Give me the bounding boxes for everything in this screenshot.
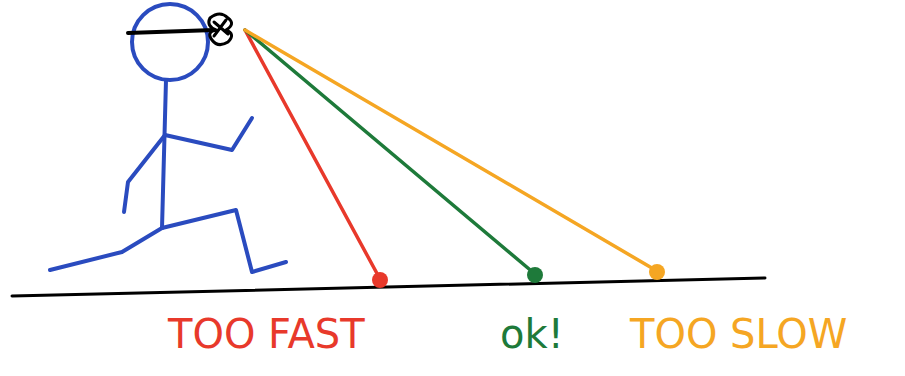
ground-line (12, 278, 765, 296)
dot-orange (649, 264, 665, 280)
dot-red (372, 272, 388, 288)
dot-green (527, 267, 543, 283)
headlamp (209, 14, 232, 45)
headband (128, 30, 214, 33)
speed-label-fast: TOO FAST (168, 312, 365, 356)
beam-red (245, 30, 380, 279)
speed-label-slow: TOO SLOW (630, 312, 847, 356)
speed-label-ok: ok! (500, 312, 564, 356)
beam-green (245, 30, 535, 274)
beam-orange (245, 30, 657, 271)
stick-figure (50, 4, 286, 272)
